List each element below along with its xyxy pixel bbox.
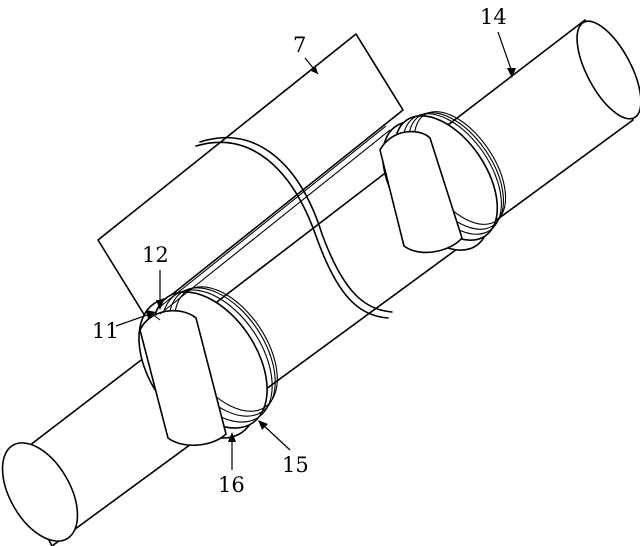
left-collar [138,286,278,447]
label-15: 15 [258,420,309,477]
label-14-text: 14 [480,5,507,29]
label-16: 16 [218,432,245,497]
label-15-text: 15 [282,453,309,477]
right-collar [379,111,507,254]
label-16-text: 16 [218,473,245,497]
label-11-text: 11 [92,319,119,343]
label-12-text: 12 [142,243,169,267]
cable [195,136,393,319]
label-7: 7 [293,33,319,75]
label-7-text: 7 [293,33,306,57]
plate-7 [97,33,404,317]
label-11: 11 [92,310,156,343]
label-14: 14 [480,5,516,78]
label-12: 12 [142,243,169,310]
